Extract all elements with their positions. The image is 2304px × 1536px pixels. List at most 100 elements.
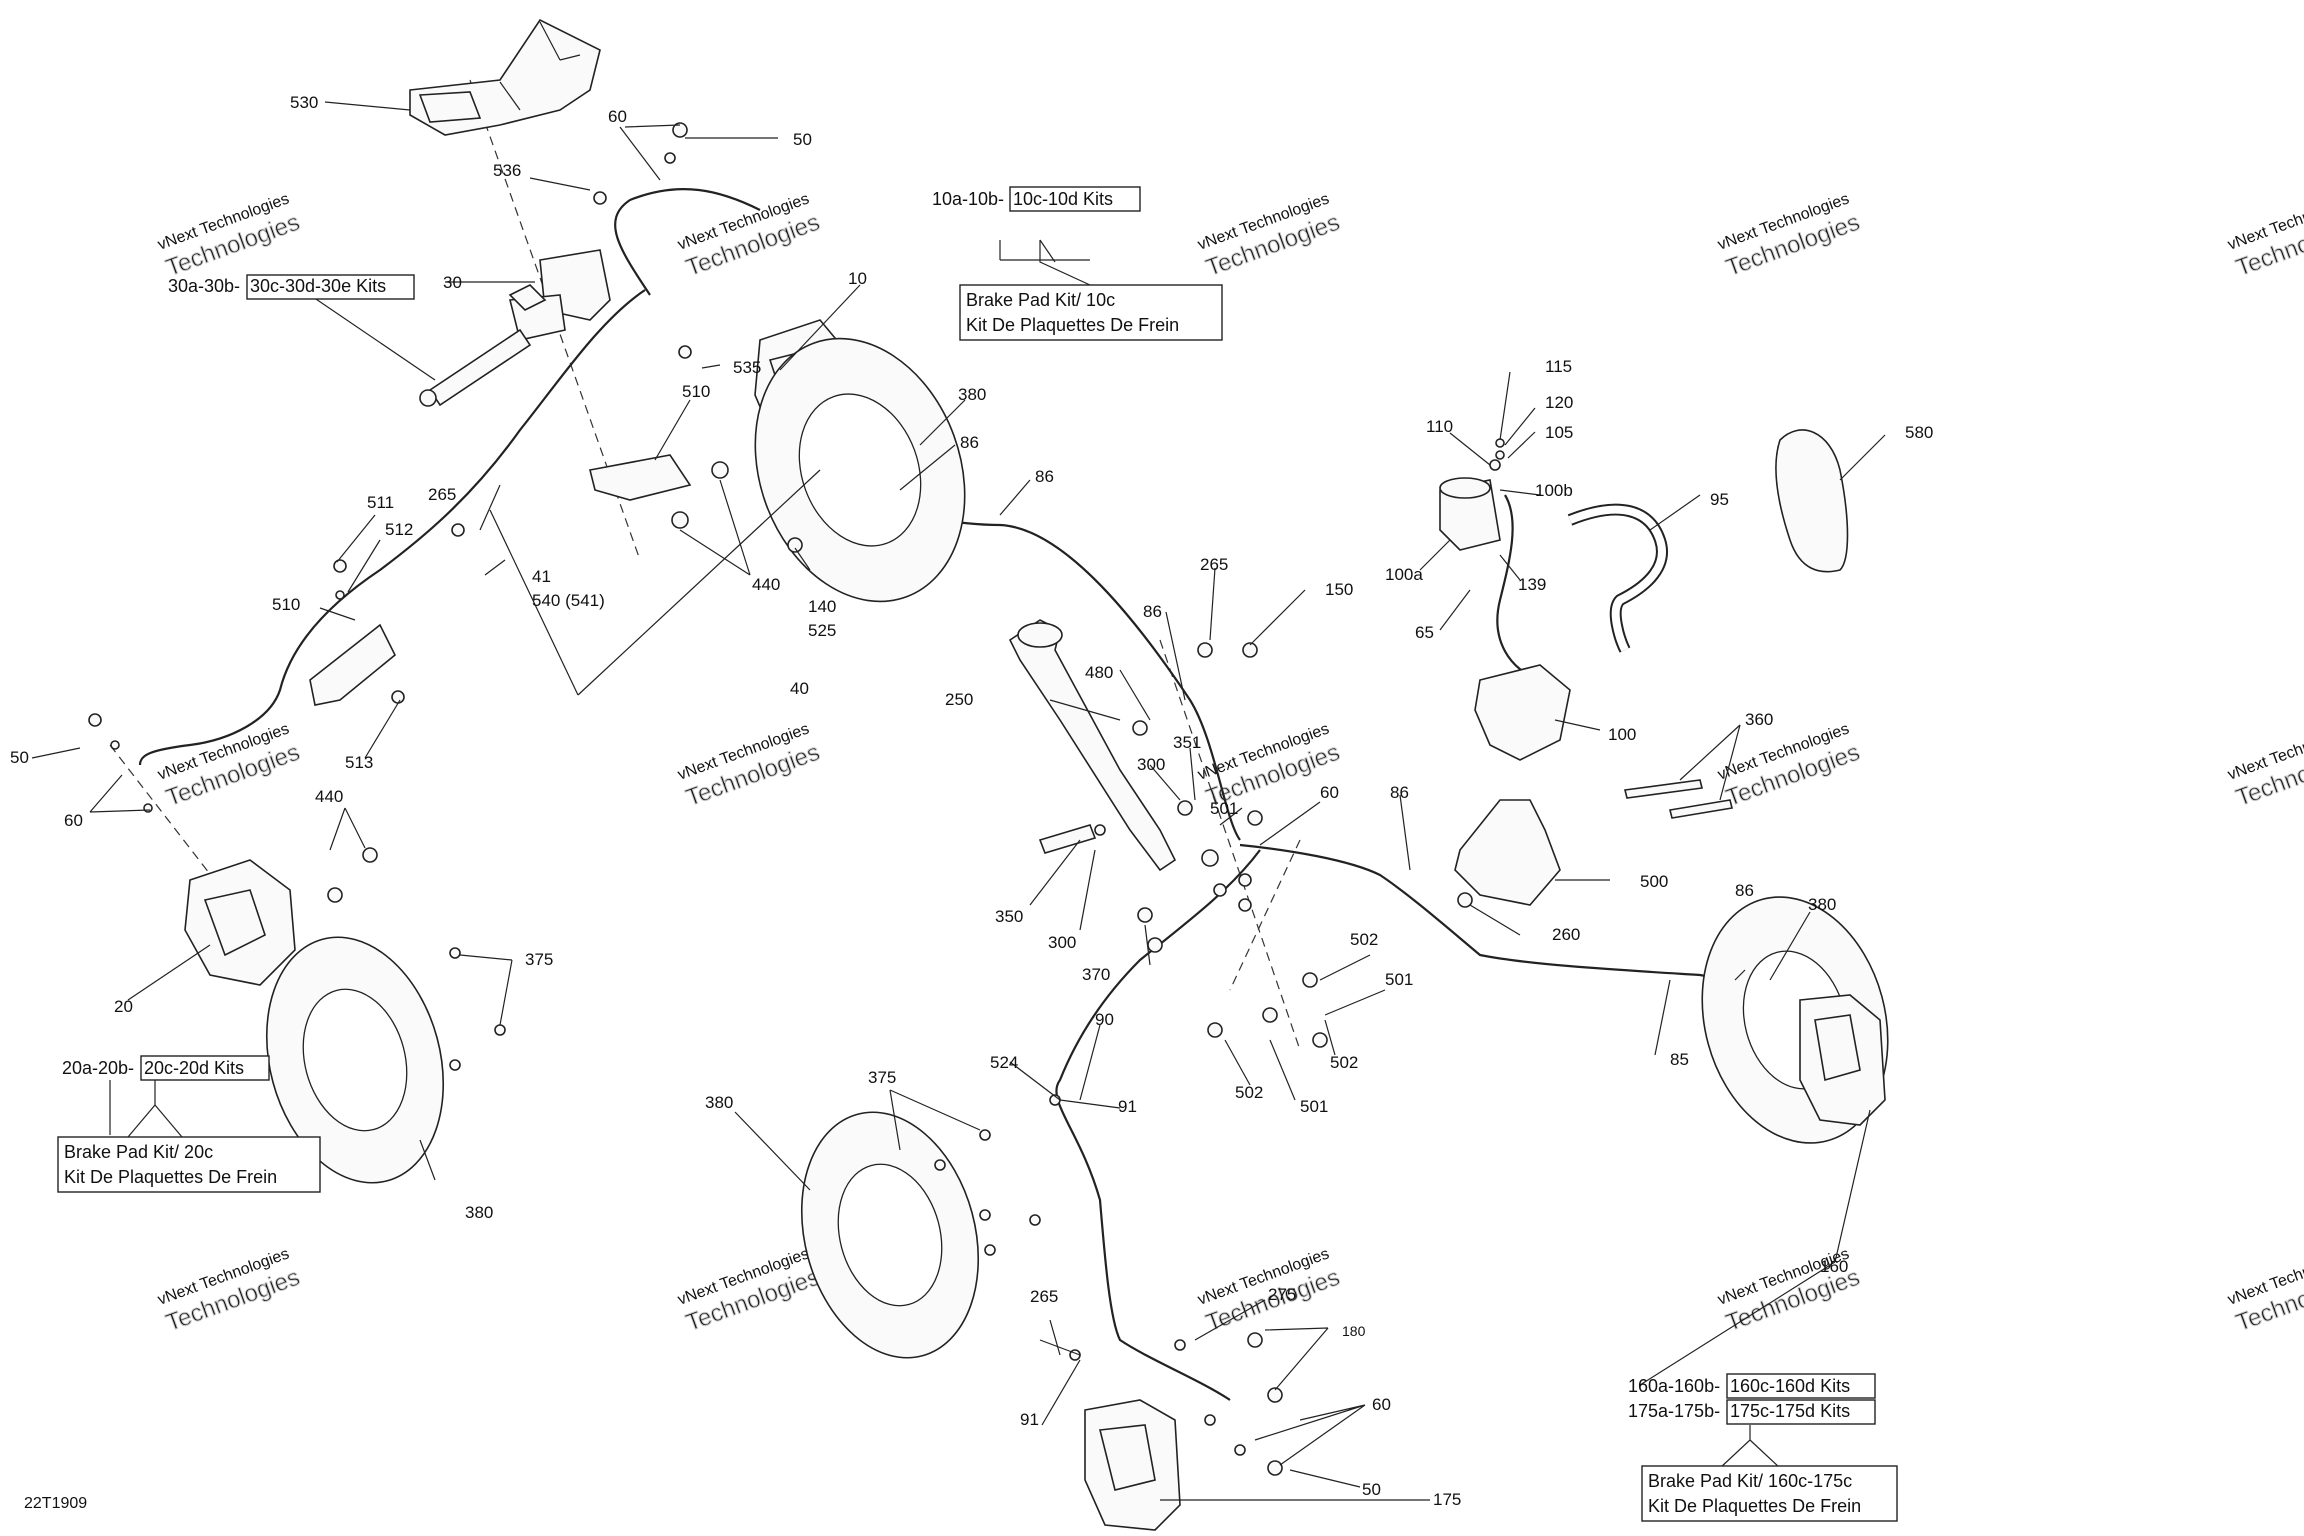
callout-95: 95: [1710, 490, 1729, 509]
callout-513: 513: [345, 753, 373, 772]
callout-580: 580: [1905, 423, 1933, 442]
callout-370: 370: [1082, 965, 1110, 984]
callout-380: 380: [465, 1203, 493, 1222]
front-left-caliper-20: [184, 859, 296, 986]
vent-hose-95: [1567, 503, 1668, 653]
callout-510: 510: [272, 595, 300, 614]
callout-350: 350: [995, 907, 1023, 926]
rear-left-caliper-175: [1084, 1399, 1181, 1531]
line-bracket-510: [589, 454, 692, 501]
heat-shield-bracket-530: [409, 18, 601, 136]
callout-91: 91: [1020, 1410, 1039, 1429]
callout-351: 351: [1173, 733, 1201, 752]
kit-label-10: 10a-10b- 10c-10d Kits Brake Pad Kit/ 10c…: [932, 186, 1223, 341]
front-right-disc-380: [754, 337, 966, 603]
callout-50: 50: [793, 130, 812, 149]
callout-139: 139: [1518, 575, 1546, 594]
callout-90: 90: [1095, 1010, 1114, 1029]
callout-100: 100: [1608, 725, 1636, 744]
callout-60: 60: [1372, 1395, 1391, 1414]
callout-536: 536: [493, 161, 521, 180]
callout-535: 535: [733, 358, 761, 377]
callout-91: 91: [1118, 1097, 1137, 1116]
rear-master-cylinder-100: [1474, 664, 1571, 761]
svg-text:Kit De Plaquettes De Frein: Kit De Plaquettes De Frein: [966, 315, 1179, 335]
watermark: vNext Technologies Technologies: [156, 190, 304, 282]
callout-60: 60: [64, 811, 83, 830]
watermark: vNext Technologies Technologies: [1196, 190, 1344, 282]
callout-375: 375: [525, 950, 553, 969]
callout-440: 440: [752, 575, 780, 594]
front-left-disc-380: [265, 936, 445, 1184]
callout-502: 502: [1330, 1053, 1358, 1072]
callout-labels: 530 50 60 536 30 10 535 510 380 86 86 44…: [10, 93, 1933, 1509]
svg-text:Brake Pad Kit/ 10c: Brake Pad Kit/ 10c: [966, 290, 1115, 310]
callout-501: 501: [1210, 799, 1238, 818]
callout-105: 105: [1545, 423, 1573, 442]
callout-86: 86: [960, 433, 979, 452]
rear-right-caliper-160: [1799, 994, 1886, 1126]
rear-left-disc-380: [800, 1111, 980, 1359]
watermark: vNext Technologies Technologies: [1716, 190, 1864, 282]
leader-lines: [31, 101, 1886, 1501]
watermark: vNext Technologies Technologies: [156, 1245, 304, 1337]
callout-120: 120: [1545, 393, 1573, 412]
callout-250: 250: [945, 690, 973, 709]
svg-text:20a-20b-: 20a-20b-: [62, 1058, 134, 1078]
callout-502: 502: [1350, 930, 1378, 949]
callout-100a: 100a: [1385, 565, 1423, 584]
callout-40: 40: [790, 679, 809, 698]
callout-65: 65: [1415, 623, 1434, 642]
svg-text:175c-175d Kits: 175c-175d Kits: [1730, 1401, 1850, 1421]
callout-440: 440: [315, 787, 343, 806]
callout-86: 86: [1143, 602, 1162, 621]
svg-text:Kit De Plaquettes De Frein: Kit De Plaquettes De Frein: [1648, 1496, 1861, 1516]
bolt-350: [1038, 824, 1097, 854]
bolt-360: [1624, 779, 1733, 819]
svg-text:30a-30b-: 30a-30b-: [168, 276, 240, 296]
callout-501: 501: [1385, 970, 1413, 989]
callout-511: 511: [367, 493, 394, 512]
callout-41: 41: [532, 567, 551, 586]
kit-label-160-175: 160a-160b- 160c-160d Kits 175a-175b- 175…: [1628, 1373, 1898, 1522]
callout-100b: 100b: [1535, 481, 1573, 500]
brake-pedal-250: [1008, 619, 1177, 872]
callout-530: 530: [290, 93, 318, 112]
svg-text:160c-160d Kits: 160c-160d Kits: [1730, 1376, 1850, 1396]
callout-150: 150: [1325, 580, 1353, 599]
callout-115: 115: [1545, 357, 1572, 376]
callout-500: 500: [1640, 872, 1668, 891]
callout-50: 50: [1362, 1480, 1381, 1499]
callout-20: 20: [114, 997, 133, 1016]
callout-501: 501: [1300, 1097, 1328, 1116]
callout-524: 524: [990, 1053, 1018, 1072]
master-cylinder-30: [419, 249, 611, 407]
callout-480: 480: [1085, 663, 1113, 682]
svg-text:10a-10b-: 10a-10b-: [932, 189, 1004, 209]
callout-175: 175: [1433, 1490, 1461, 1509]
callout-502: 502: [1235, 1083, 1263, 1102]
fasteners: [88, 122, 1505, 1476]
callout-110: 110: [1426, 417, 1453, 436]
watermark: vNext Technologies Technologies: [676, 190, 824, 282]
watermark: vNext Technologies Technologies: [2226, 1245, 2304, 1337]
callout-10: 10: [848, 269, 867, 288]
callout-512: 512: [385, 520, 413, 539]
svg-text:20c-20d Kits: 20c-20d Kits: [144, 1058, 244, 1078]
callout-86: 86: [1735, 881, 1754, 900]
kit-label-30: 30a-30b- 30c-30d-30e Kits: [168, 274, 415, 300]
watermark: vNext Technologies Technologies: [676, 720, 824, 812]
svg-text:175a-175b-: 175a-175b-: [1628, 1401, 1720, 1421]
svg-text:10c-10d Kits: 10c-10d Kits: [1013, 189, 1113, 209]
callout-265: 265: [1200, 555, 1228, 574]
callout-510: 510: [682, 382, 710, 401]
callout-30: 30: [443, 273, 462, 292]
callout-380: 380: [1808, 895, 1836, 914]
callout-60: 60: [1320, 783, 1339, 802]
callout-60: 60: [608, 107, 627, 126]
hose-580: [1775, 429, 1849, 573]
callout-265: 265: [1030, 1287, 1058, 1306]
callout-180: 180: [1342, 1323, 1366, 1339]
watermark: vNext Technologies Technologies: [156, 720, 304, 812]
